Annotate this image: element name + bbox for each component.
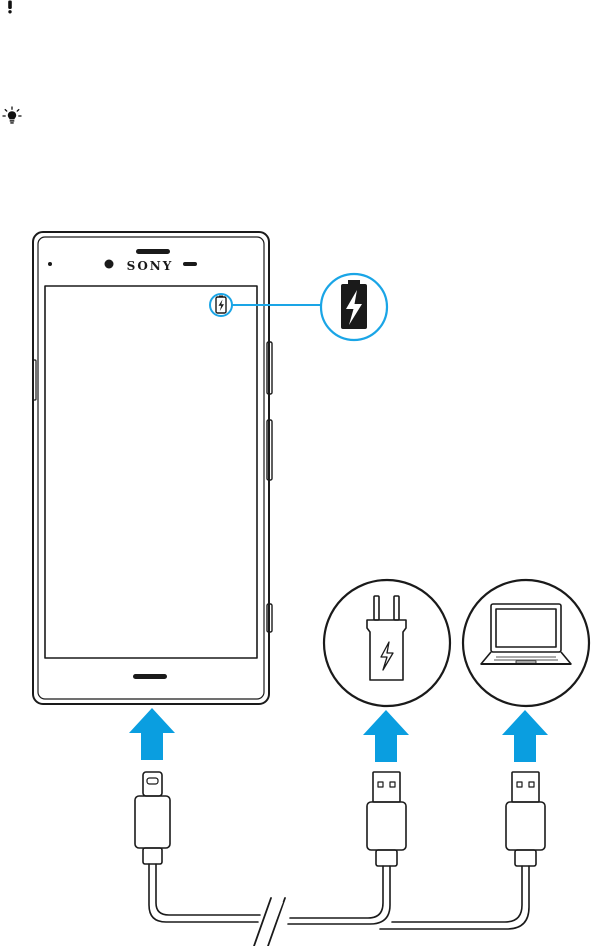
arrow-to-phone <box>129 708 175 760</box>
brand-logo: SONY <box>127 259 174 273</box>
computer-circle <box>463 580 589 706</box>
proximity-sensor <box>183 262 197 266</box>
sensor-dot <box>48 262 52 266</box>
earpiece <box>136 249 170 254</box>
phone <box>33 232 272 704</box>
battery-callout <box>210 274 387 340</box>
speaker-grille <box>133 674 167 679</box>
usb-a-plug-charger <box>367 772 406 866</box>
insert-arrows <box>129 708 548 762</box>
usb-a-plug-computer <box>506 772 545 866</box>
front-camera <box>105 260 114 269</box>
phone-body <box>33 232 269 704</box>
phone-screen <box>45 286 257 658</box>
battery-charging-icon <box>341 280 367 329</box>
arrow-to-charger <box>363 710 409 762</box>
usb-type-c-plug <box>135 772 170 864</box>
charger-callout <box>324 580 450 706</box>
charger-circle <box>324 580 450 706</box>
computer-callout <box>463 580 589 706</box>
usb-cables <box>135 772 545 946</box>
arrow-to-computer <box>502 710 548 762</box>
